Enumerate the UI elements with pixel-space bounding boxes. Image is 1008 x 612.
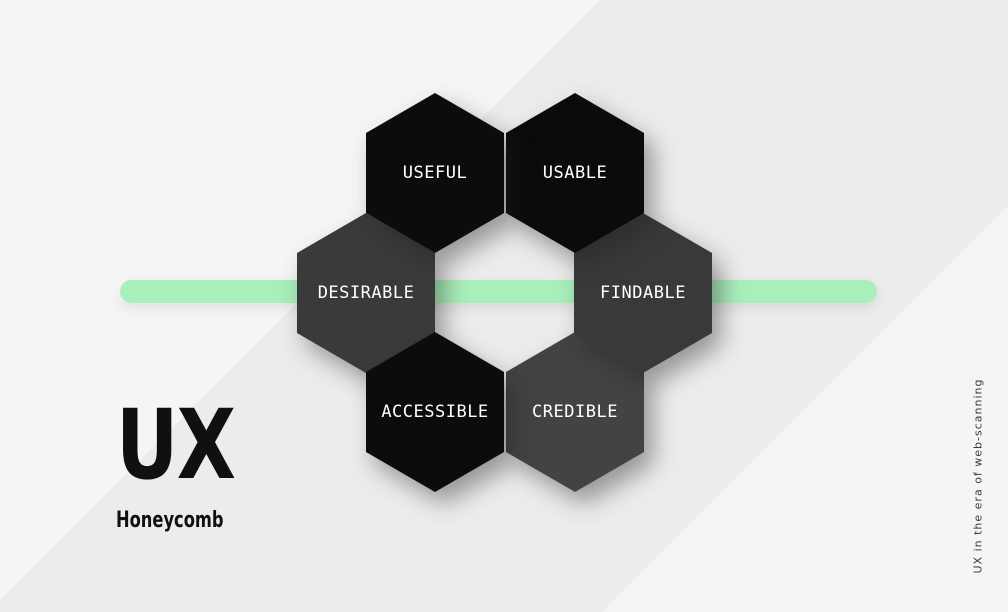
highlight-bar [120, 280, 877, 303]
hexagon-accessible: ACCESSIBLE [366, 332, 504, 492]
hexagon-findable-label: FINDABLE [600, 283, 686, 303]
logo-title: UX [116, 389, 236, 501]
hexagon-usable: USABLE [506, 93, 644, 253]
hexagon-accessible-shape: ACCESSIBLE [366, 332, 504, 492]
hexagon-accessible-label: ACCESSIBLE [381, 402, 489, 422]
side-note: UX in the era of web-scanning [971, 378, 985, 574]
hexagon-credible-label: CREDIBLE [532, 402, 618, 422]
logo-subtitle: Honeycomb [116, 508, 224, 534]
hexagon-usable-shape: USABLE [506, 93, 644, 253]
hexagon-useful-shape: USEFUL [366, 93, 504, 253]
hexagon-usable-label: USABLE [542, 163, 608, 183]
logo: UX Honeycomb [116, 389, 264, 534]
hexagon-desirable-label: DESIRABLE [317, 283, 415, 303]
hexagon-useful-label: USEFUL [402, 163, 468, 183]
hexagon-useful: USEFUL [366, 93, 504, 253]
